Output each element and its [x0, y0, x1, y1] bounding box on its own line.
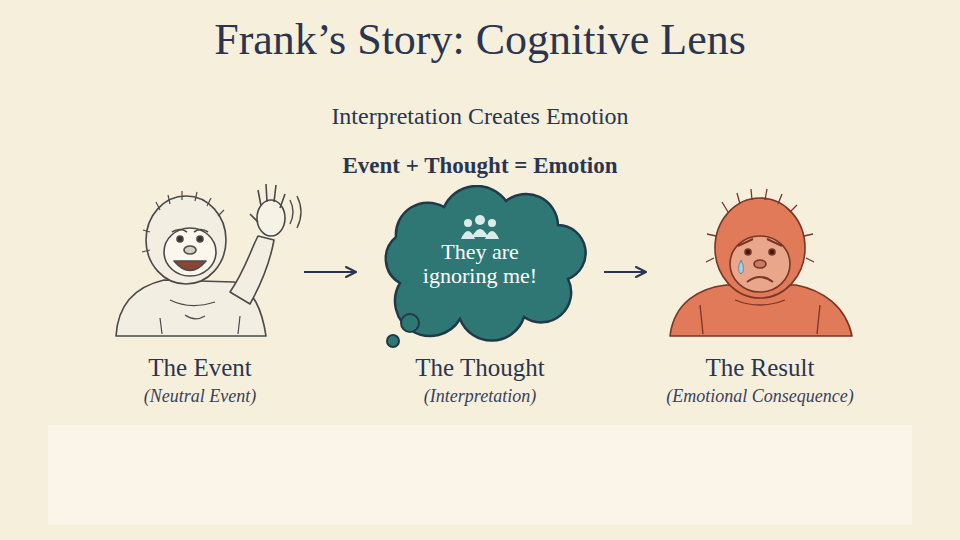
stage-subheading: (Emotional Consequence): [666, 385, 853, 408]
bottom-band: [48, 425, 912, 525]
waving-gorilla: [116, 184, 301, 336]
flow-arrow: [604, 271, 646, 273]
thought-cloud: They are ignoring me! The Thought(Interpr…: [360, 185, 600, 410]
flow-arrow: [304, 271, 356, 273]
formula: Event + Thought = Emotion: [0, 153, 960, 179]
subtitle: Interpretation Creates Emotion: [0, 103, 960, 130]
stage-heading: The Thought: [415, 353, 544, 383]
thought-bubble: [387, 335, 399, 347]
people-icon: [461, 215, 499, 239]
sad-gorilla: [670, 189, 852, 336]
thought-bubble: [401, 314, 419, 332]
stage-subheading: (Interpretation): [424, 385, 536, 408]
title: Frank’s Story: Cognitive Lens: [0, 14, 960, 65]
result-panel: The Result(Emotional Consequence): [650, 185, 870, 410]
stage-subheading: (Neutral Event): [144, 385, 256, 408]
stage-heading: The Event: [148, 353, 251, 383]
stage-heading: The Result: [705, 353, 814, 383]
event-panel: The Event(Neutral Event): [100, 185, 300, 410]
thought-text: They are ignoring me!: [410, 240, 550, 288]
cloud-outline: [386, 186, 586, 341]
